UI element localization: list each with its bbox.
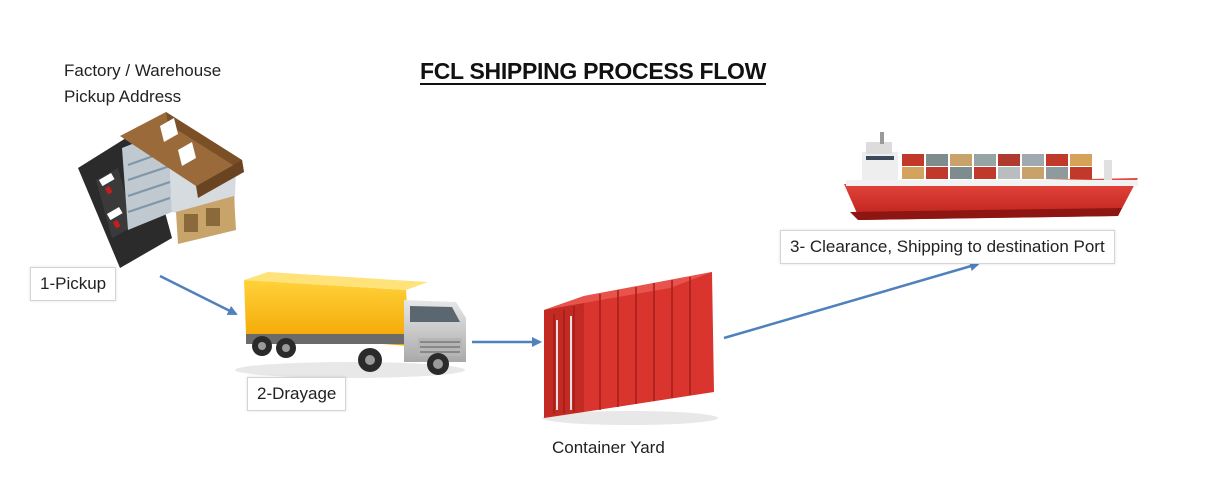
arrow-yard-to-port: [723, 261, 980, 340]
warehouse-icon: [78, 112, 244, 268]
pickup-address-line1: Factory / Warehouse: [64, 61, 222, 80]
step-pickup-box: 1-Pickup: [30, 267, 117, 301]
arrow-pickup-to-drayage: [159, 274, 238, 316]
diagram-title: FCL SHIPPING PROCESS FLOW: [420, 58, 767, 84]
cargo-ship-icon: [844, 132, 1138, 220]
container-icon: [542, 272, 718, 425]
pickup-address-line2: Pickup Address: [64, 87, 182, 106]
container-yard-label: Container Yard: [552, 438, 665, 457]
pickup-address-label: Factory / Warehouse Pickup Address: [64, 58, 221, 110]
truck-icon: [235, 272, 466, 378]
step-shipping-box: 3- Clearance, Shipping to destination Po…: [780, 230, 1115, 264]
step-drayage-box: 2-Drayage: [247, 377, 347, 411]
